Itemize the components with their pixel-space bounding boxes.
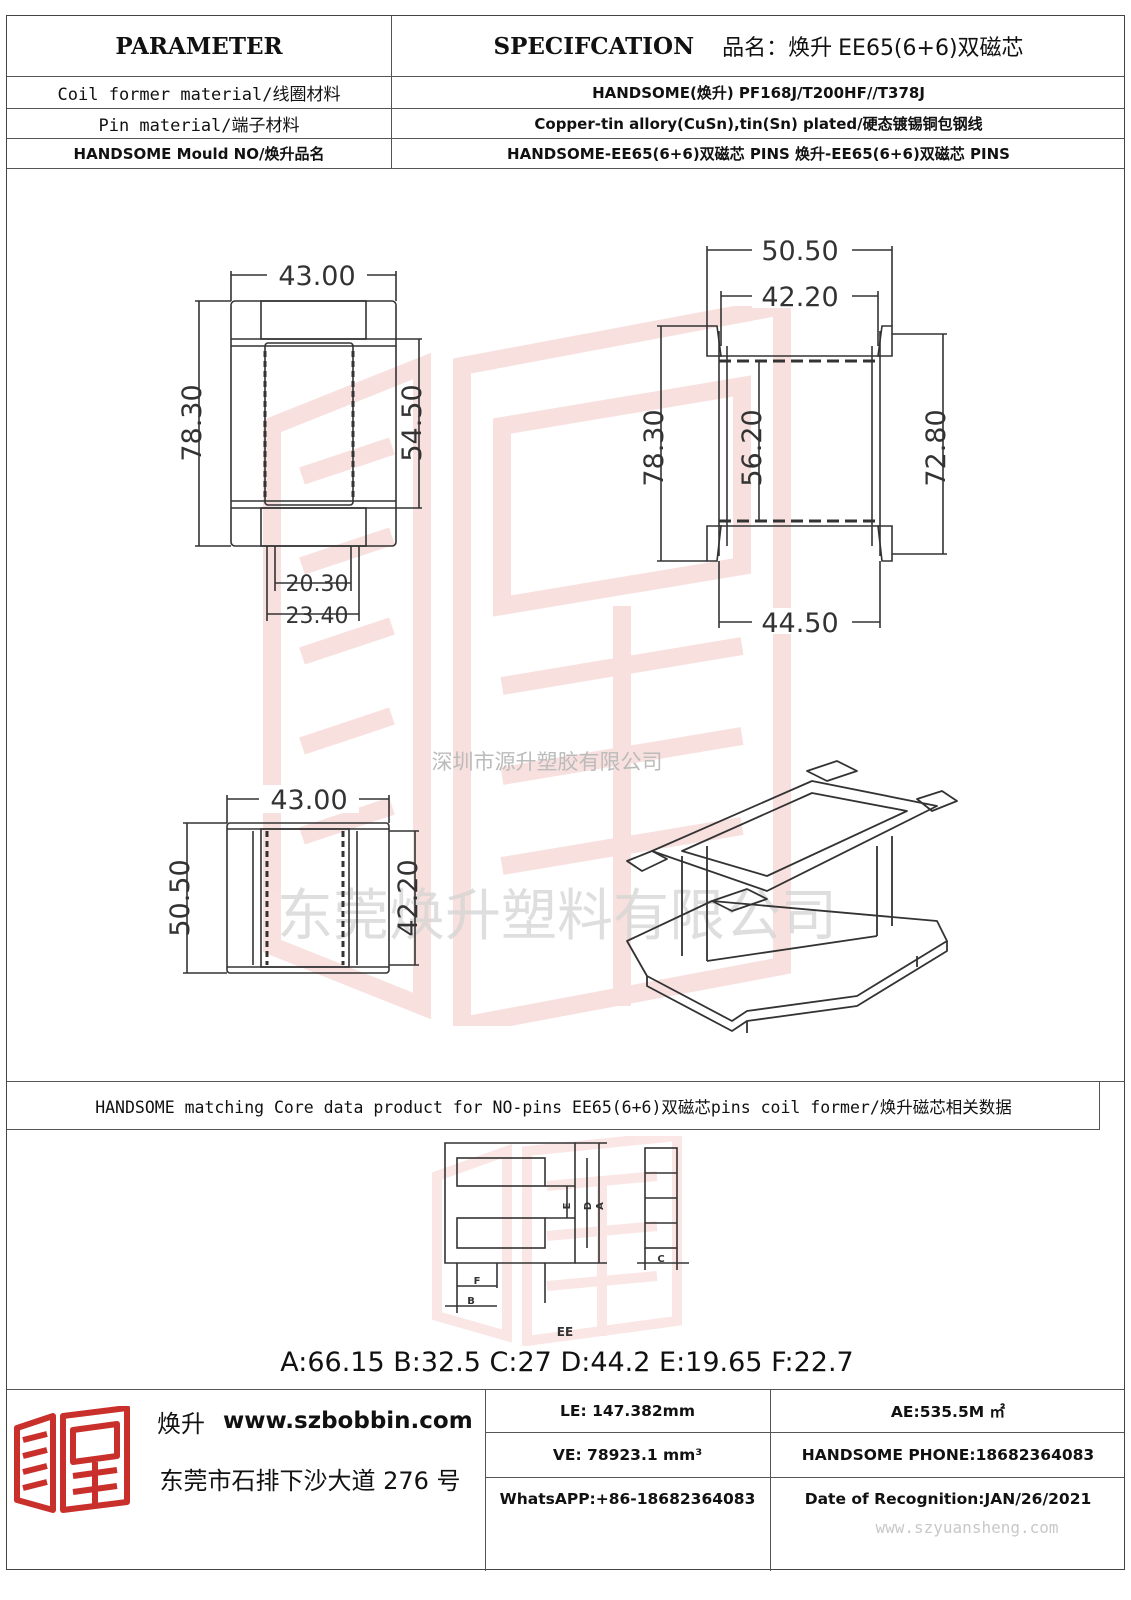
dim-width-43-top: 43.00 <box>270 785 347 816</box>
drawing-isometric-view <box>626 760 958 1033</box>
product-name-brand: 焕升 <box>788 36 833 61</box>
footer-address: 东莞市石排下沙大道 276 号 <box>159 1466 461 1495</box>
product-name-label: 品名： <box>722 36 789 61</box>
drawing-front-view: 43.00 78.30 54.50 20.30 23.40 <box>177 261 428 626</box>
footer-date: Date of Recognition:JAN/26/2021 <box>804 1490 1092 1508</box>
dim-outer-width-50: 50.50 <box>761 236 838 267</box>
dim-outer-width-23: 23.40 <box>286 604 349 626</box>
row-label-mould-no: HANDSOME Mould NO/焕升品名 <box>73 144 325 163</box>
specification-label: SPECIFCATION <box>493 32 695 60</box>
core-label-ee: EE <box>557 1325 573 1339</box>
dim-width-43: 43.00 <box>278 261 355 292</box>
dim-inner-width-42: 42.20 <box>761 282 838 313</box>
row-value-coil-material: HANDSOME(焕升) PF168J/T200HF//T378J <box>592 83 925 102</box>
footer-whatsapp: WhatsAPP:+86-18682364083 <box>499 1490 756 1508</box>
core-label-b: B <box>467 1296 475 1307</box>
dim-inner-height-56: 56.20 <box>737 409 768 486</box>
row-value-mould-no: HANDSOME-EE65(6+6)双磁芯 PINS 焕升-EE65(6+6)双… <box>507 144 1010 163</box>
footer-le: LE: 147.382mm <box>560 1401 695 1420</box>
drawing-top-view: 43.00 50.50 42.20 <box>165 785 424 974</box>
core-label-c: C <box>657 1254 664 1265</box>
dim-inner-height-42-top: 42.20 <box>393 859 424 936</box>
core-values: A:66.15 B:32.5 C:27 D:44.2 E:19.65 F:22.… <box>280 1346 854 1378</box>
core-label-d: D <box>583 1202 594 1210</box>
core-label-f: F <box>474 1276 481 1287</box>
dim-height-72: 72.80 <box>921 409 952 486</box>
footer-brand: 焕升 <box>157 1409 205 1438</box>
footer-brand-line: 焕升 www.szbobbin.com <box>157 1403 482 1439</box>
footer-website: www.szbobbin.com <box>223 1408 473 1434</box>
handsome-logo <box>14 1406 130 1513</box>
core-label-a: A <box>595 1202 606 1210</box>
watermark-text-large: 东莞焕升塑料有限公司 <box>277 883 837 947</box>
dim-height-78: 78.30 <box>177 384 208 461</box>
row-label-coil-material: Coil former material/线圈材料 <box>57 84 341 105</box>
dim-bottom-width-44: 44.50 <box>761 608 838 636</box>
spec-sheet: PARAMETER SPECIFCATION 品名： 焕升 EE65(6+6)双… <box>6 15 1126 1571</box>
watermark-logo-core <box>432 1136 682 1346</box>
dim-inner-height-54: 54.50 <box>397 384 428 461</box>
core-data-title: HANDSOME matching Core data product for … <box>95 1098 1012 1117</box>
specification-heading: SPECIFCATION 品名： 焕升 EE65(6+6)双磁芯 <box>391 16 1126 76</box>
footer-ae: AE:535.5M ㎡ <box>890 1402 1006 1421</box>
core-diagram: E D A C F B EE <box>444 1142 689 1339</box>
dim-height-50-top: 50.50 <box>165 859 196 936</box>
watermark-text-small: 深圳市源升塑胶有限公司 <box>431 750 663 774</box>
footer-ve: VE: 78923.1 mm³ <box>552 1445 703 1464</box>
row-value-pin-material: Copper-tin allory(CuSn),tin(Sn) plated/硬… <box>534 114 983 133</box>
dim-height-78-side: 78.30 <box>639 409 670 486</box>
row-label-pin-material: Pin material/端子材料 <box>98 115 300 136</box>
drawing-side-view: 50.50 42.20 78.30 56.20 72.80 44.50 <box>639 236 952 636</box>
header-divider <box>391 16 392 168</box>
dim-inner-width-20: 20.30 <box>286 572 349 597</box>
core-label-e: E <box>562 1202 573 1209</box>
footer-watermark-url: www.szyuansheng.com <box>875 1517 1059 1537</box>
product-name-model: EE65(6+6)双磁芯 <box>838 36 1024 61</box>
footer-phone: HANDSOME PHONE:18682364083 <box>801 1445 1095 1464</box>
parameter-heading: PARAMETER <box>115 32 283 60</box>
